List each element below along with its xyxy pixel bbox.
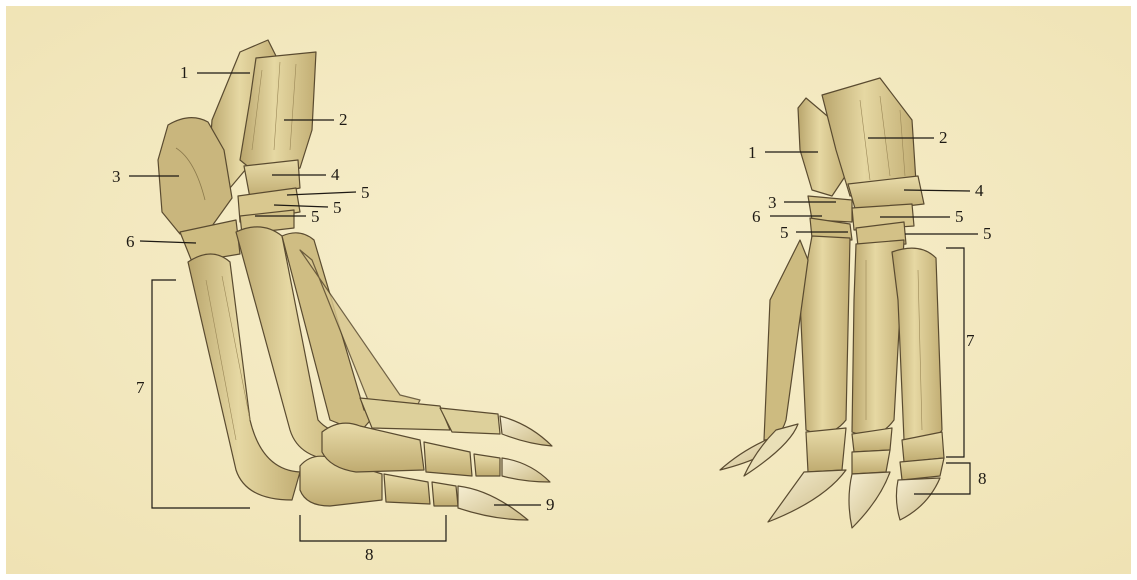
right-label-1: 1 bbox=[748, 144, 757, 161]
right-label-2: 2 bbox=[939, 129, 948, 146]
right-label-4: 4 bbox=[975, 182, 984, 199]
left-label-7: 7 bbox=[136, 379, 145, 396]
right-label-5b: 5 bbox=[780, 224, 789, 241]
right-label-8: 8 bbox=[978, 470, 987, 487]
right-label-5a: 5 bbox=[955, 208, 964, 225]
right-label-7: 7 bbox=[966, 332, 975, 349]
left-label-9: 9 bbox=[546, 496, 555, 513]
left-label-3: 3 bbox=[112, 168, 121, 185]
left-label-5b: 5 bbox=[333, 199, 342, 216]
right-label-6: 6 bbox=[752, 208, 761, 225]
left-label-2: 2 bbox=[339, 111, 348, 128]
left-label-1: 1 bbox=[180, 64, 189, 81]
left-label-6: 6 bbox=[126, 233, 135, 250]
left-phalanx-3 bbox=[432, 482, 458, 506]
right-label-3: 3 bbox=[768, 194, 777, 211]
left-label-5a: 5 bbox=[361, 184, 370, 201]
paper-background bbox=[6, 6, 1131, 574]
left-label-8: 8 bbox=[365, 546, 374, 563]
left-label-5c: 5 bbox=[311, 208, 320, 225]
left-label-4: 4 bbox=[331, 166, 340, 183]
right-label-5c: 5 bbox=[983, 225, 992, 242]
